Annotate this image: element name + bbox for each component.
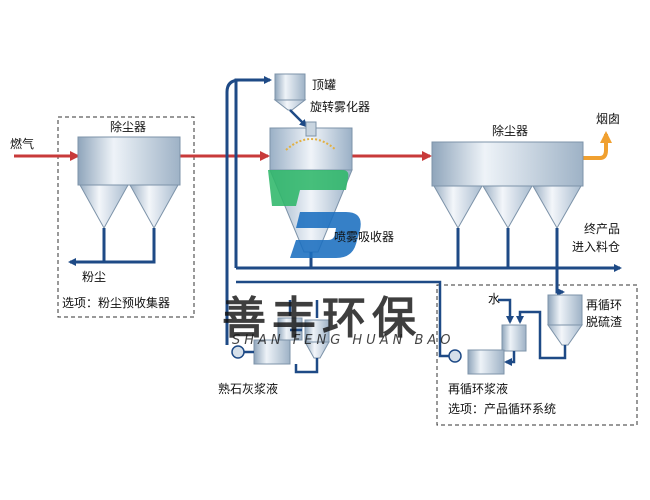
label-option-recirc: 选项：产品循环系统 [448,402,557,416]
collector-drain-pipes [456,228,559,268]
label-dust-collector-left: 除尘器 [110,120,147,134]
label-dust-collector-right: 除尘器 [492,124,529,138]
lime-feed-loop-pipe [234,76,272,268]
recirc-loop-pipe [225,78,241,345]
label-lime-slurry: 熟石灰浆液 [218,382,279,396]
water-to-slurry-pipe [504,351,516,366]
lime-transfer-pipes [288,300,319,374]
label-dust-out: 粉尘 [82,270,107,284]
label-recirc-desulf-1: 再循环 [586,298,623,312]
water-tank [501,324,527,352]
dust-drain-pipe [102,228,156,264]
silo-to-water-pipe [516,310,567,360]
label-option-precollector: 选项：粉尘预收集器 [62,296,171,310]
watermark-chinese: 善丰环保 [222,293,422,344]
lime-slurry-tank [253,317,330,365]
dust-collector-right [431,141,584,230]
label-recirc-desulf-2: 脱硫渣 [586,315,623,329]
chimney-arrow [583,131,612,160]
label-final-product-1: 终产品 [584,222,621,236]
label-recirc-slurry: 再循环浆液 [448,382,509,396]
label-top-tank: 顶罐 [312,78,337,92]
label-chimney: 烟囱 [596,112,621,126]
recirc-slurry-tank [467,349,505,375]
water-inlet-pipe [498,298,514,324]
tank-to-atomizer-pipe [289,109,308,128]
header-to-recirc-tank-pipe [555,268,565,296]
label-water: 水 [488,292,501,306]
recirc-return-pipe [236,280,449,358]
label-final-product-2: 进入料仓 [572,240,621,254]
option-box-recirc [436,284,638,426]
label-spray-absorber: 喷雾吸收器 [334,230,395,244]
label-rotary-atomizer: 旋转雾化器 [310,100,371,114]
company-logo-icon [268,170,361,258]
watermark-english: SHAN FENG HUAN BAO [232,333,455,348]
dust-collector-left [77,136,181,230]
top-tank [273,73,307,111]
recirc-residue-silo [547,294,583,346]
recirc-pump-icon [448,349,462,363]
label-flue-gas-in: 燃气 [10,137,35,151]
